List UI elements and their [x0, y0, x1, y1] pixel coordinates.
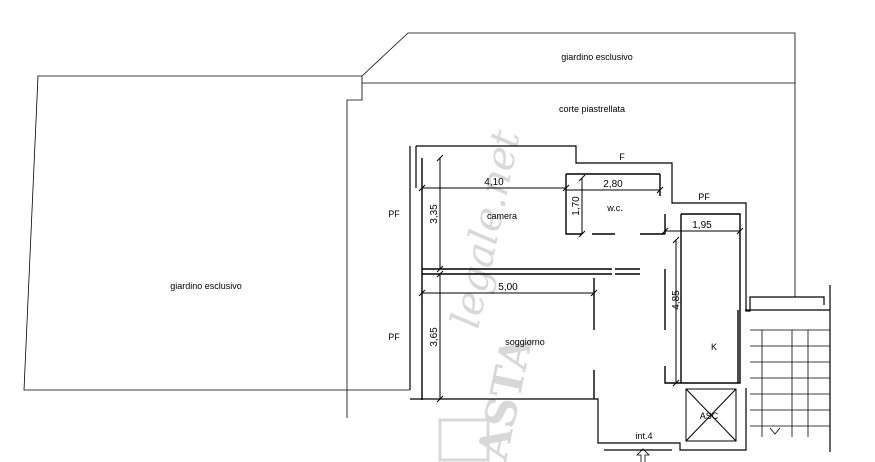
living-room-label: soggiorno [505, 337, 545, 347]
stair-arrow-icon [769, 427, 781, 435]
unit-number-label: int.4 [635, 431, 652, 441]
kitchen-label: K [711, 342, 717, 352]
watermark: legale.net ASTA [438, 125, 542, 462]
dim-kitchen-width: 1,95 [692, 220, 712, 231]
french-door-kitchen-label: PF [698, 192, 710, 202]
dim-bath-width: 2,80 [603, 179, 623, 190]
dimension-lines [422, 158, 740, 399]
french-door-living-label: PF [388, 332, 400, 342]
watermark-site: legale.net [443, 125, 530, 332]
elevator-shaft [685, 388, 737, 442]
garden-top-label: giardino esclusivo [561, 52, 633, 62]
left-garden-boundary [23, 75, 410, 391]
dimension-ticks [418, 154, 744, 403]
dim-bath-depth: 1,70 [571, 196, 582, 216]
french-door-bedroom-label: PF [388, 209, 400, 219]
exterior-walls [409, 145, 831, 452]
dim-living-width: 5,00 [498, 282, 518, 293]
garden-left-label: giardino esclusivo [170, 281, 242, 291]
entrance-arrow-icon [636, 448, 650, 462]
courtyard-boundary [346, 32, 796, 418]
courtyard-label: corte piastrellata [559, 104, 625, 114]
dim-kitchen-depth: 4,85 [671, 290, 682, 310]
elevator-label: ASC [700, 411, 719, 421]
site-outline [23, 32, 796, 418]
watermark-brand: ASTA [468, 331, 542, 462]
window-label: F [619, 152, 625, 162]
watermark-logo-icon [438, 418, 490, 462]
bedroom-label: camera [487, 211, 517, 221]
dim-living-depth: 3,65 [429, 327, 440, 347]
bathroom-label: w.c. [606, 203, 623, 213]
staircase [750, 329, 830, 437]
dim-bedroom-width: 4,10 [484, 177, 504, 188]
dim-bedroom-depth: 3,35 [429, 204, 440, 224]
interior-walls [421, 158, 741, 400]
